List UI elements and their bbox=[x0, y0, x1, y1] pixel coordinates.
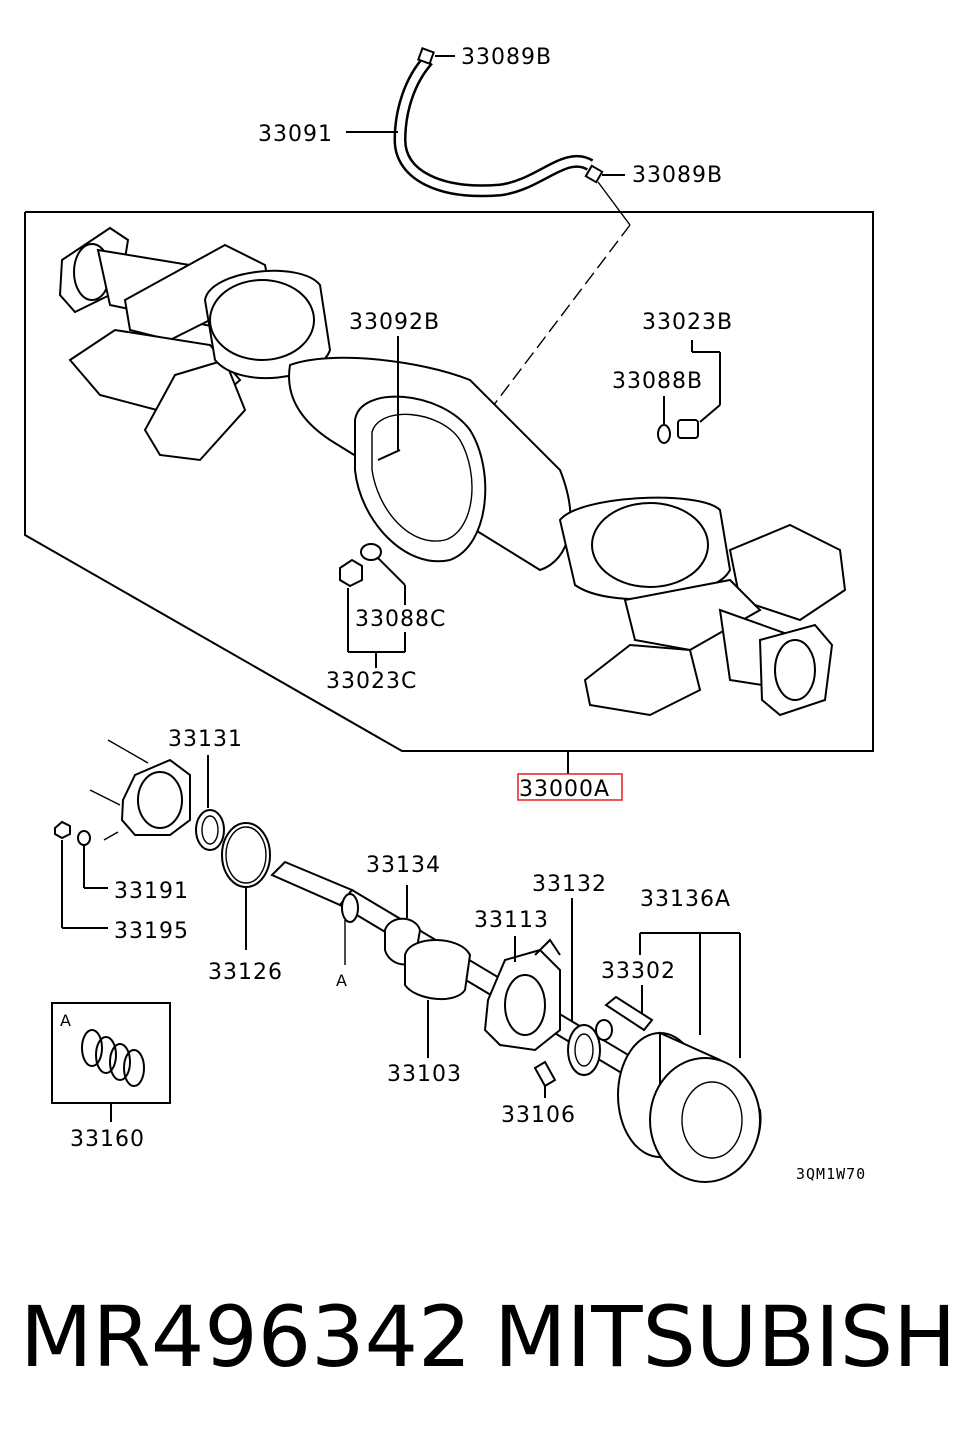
label-inner-seal: 33132 bbox=[532, 872, 607, 897]
stud-drawing bbox=[533, 1060, 557, 1098]
label-drain-gasket: 33088C bbox=[355, 607, 446, 632]
label-filler-gasket: 33088B bbox=[612, 369, 703, 394]
filler-plug-drawing bbox=[657, 340, 721, 444]
inset-box bbox=[51, 1002, 171, 1122]
brand-name: MITSUBISHI bbox=[494, 1288, 960, 1386]
inner-seal-drawing bbox=[567, 898, 613, 1076]
label-filler-plug: 33023B bbox=[642, 310, 733, 335]
label-hub-bolt: 33302 bbox=[601, 959, 676, 984]
hub-bolt-drawing bbox=[604, 985, 654, 1032]
housing-frame bbox=[24, 211, 874, 752]
label-axle-shaft: 33103 bbox=[387, 1062, 462, 1087]
nut-bolt-drawing bbox=[54, 820, 119, 929]
retainer-drawing bbox=[89, 739, 271, 950]
inset-letter: A bbox=[60, 1011, 71, 1030]
axle-shaft-drawing bbox=[270, 860, 642, 1080]
diagram-code: 3QM1W70 bbox=[796, 1165, 866, 1183]
breather-hose-drawing bbox=[346, 47, 631, 226]
label-snap-ring-set: 33160 bbox=[70, 1127, 145, 1152]
label-stud-bolt: 33106 bbox=[501, 1103, 576, 1128]
label-drain-plug-bolt: 33092B bbox=[349, 310, 440, 335]
highlight-box bbox=[517, 773, 623, 801]
label-hose-clamp-bottom: 33089B bbox=[632, 163, 723, 188]
label-oil-seal-plate: 33113 bbox=[474, 908, 549, 933]
label-hose-clamp-top: 33089B bbox=[461, 45, 552, 70]
part-number: MR496342 bbox=[20, 1288, 472, 1386]
drain-plug-drawing bbox=[339, 543, 406, 668]
label-bolt: 33195 bbox=[114, 919, 189, 944]
label-retainer: 33131 bbox=[168, 727, 243, 752]
label-drain-plug: 33023C bbox=[326, 669, 417, 694]
axle-housing-drawing bbox=[58, 226, 847, 717]
label-axle-housing: 33000A bbox=[519, 777, 610, 802]
hub-drawing bbox=[617, 932, 762, 1183]
label-o-ring: 33126 bbox=[208, 960, 283, 985]
label-hub-assembly: 33136A bbox=[640, 887, 731, 912]
snap-ring-marker: A bbox=[336, 971, 347, 990]
seal-plate-drawing bbox=[483, 936, 561, 1052]
label-bearing: 33134 bbox=[366, 853, 441, 878]
label-breather-hose: 33091 bbox=[258, 122, 333, 147]
label-nut: 33191 bbox=[114, 879, 189, 904]
